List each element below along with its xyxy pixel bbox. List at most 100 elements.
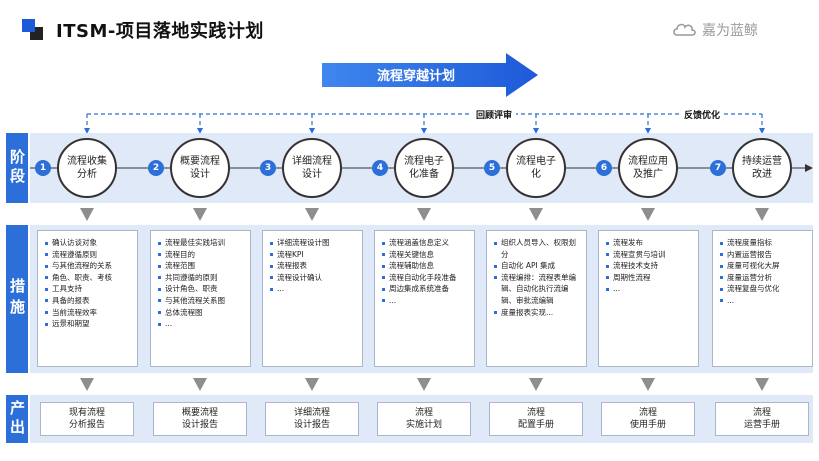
- measure-item: 流程涵盖信息定义: [381, 237, 468, 249]
- output-box: 流程配置手册: [489, 402, 583, 436]
- down-arrow-icon: [80, 377, 94, 396]
- measure-list: 流程发布流程宣贯与培训流程技术支持周期性流程...: [605, 237, 692, 295]
- output-box: 流程运营手册: [715, 402, 809, 436]
- measure-item: 具备的报表: [44, 295, 131, 307]
- measure-list: 组织人员导入、权限划分自动化 API 集成流程编排：流程表单编辑、自动化执行流编…: [493, 237, 580, 318]
- stage-number-badge: 2: [148, 160, 164, 176]
- measure-item: 周期性流程: [605, 272, 692, 284]
- measure-item: 流程最佳实践培训: [157, 237, 244, 249]
- measure-item: 流程遵循原则: [44, 249, 131, 261]
- measure-item: 流程度量指标: [719, 237, 806, 249]
- output-label: 流程配置手册: [517, 408, 554, 430]
- measure-item: 当前流程效率: [44, 307, 131, 319]
- measure-item: 流程关键信息: [381, 249, 468, 261]
- output-label: 现有流程分析报告: [68, 408, 105, 430]
- measure-list: 流程度量指标内置运营报告度量可视化大屏度量运营分析流程复盘与优化...: [719, 237, 806, 307]
- measure-item: 远景和期望: [44, 318, 131, 330]
- down-arrow-icon: [305, 377, 319, 396]
- output-box: 概要流程设计报告: [153, 402, 247, 436]
- stage-circle: 概要流程设计: [170, 138, 230, 198]
- measure-item: 流程编排：流程表单编辑、自动化执行流编辑、审批流编辑: [493, 272, 580, 307]
- measure-item: 工具支持: [44, 283, 131, 295]
- stage-number-badge: 5: [484, 160, 500, 176]
- measure-panel: 流程度量指标内置运营报告度量可视化大屏度量运营分析流程复盘与优化...: [712, 230, 813, 367]
- measure-list: 流程涵盖信息定义流程关键信息流程辅助信息流程自动化手段准备周边集成系统准备...: [381, 237, 468, 307]
- measure-item: 设计角色、职责: [157, 283, 244, 295]
- measure-item: 流程辅助信息: [381, 260, 468, 272]
- stage-number-badge: 7: [710, 160, 726, 176]
- down-arrow-icon: [641, 377, 655, 396]
- measure-item: 共同遵循的原则: [157, 272, 244, 284]
- banner-label: 流程穿越计划: [376, 69, 455, 84]
- output-box: 流程使用手册: [601, 402, 695, 436]
- measure-panel: 确认访谈对象流程遵循原则与其他流程的关系角色、职责、考核工具支持具备的报表当前流…: [37, 230, 138, 367]
- down-arrow-icon: [417, 377, 431, 396]
- output-label: 详细流程设计报告: [293, 408, 330, 430]
- measure-panel: 流程涵盖信息定义流程关键信息流程辅助信息流程自动化手段准备周边集成系统准备...: [374, 230, 475, 367]
- brand-name: 嘉为蓝鲸: [702, 23, 758, 39]
- measure-item: 周边集成系统准备: [381, 283, 468, 295]
- down-arrow-icon: [417, 207, 431, 226]
- row-label-output: 产出: [6, 395, 28, 443]
- down-arrow-icon: [529, 377, 543, 396]
- row-label-output-text: 产出: [8, 400, 26, 438]
- stage-circle: 流程收集分析: [57, 138, 117, 198]
- measure-item: 流程报表: [269, 260, 356, 272]
- down-arrow-icon: [755, 207, 769, 226]
- stage-number-badge: 6: [596, 160, 612, 176]
- down-arrow-icon: [80, 207, 94, 226]
- stage-circle: 详细流程设计: [282, 138, 342, 198]
- output-label: 流程运营手册: [743, 408, 780, 430]
- measure-item: 自动化 API 集成: [493, 260, 580, 272]
- output-label: 流程实施计划: [405, 408, 442, 430]
- measure-item: 角色、职责、考核: [44, 272, 131, 284]
- measure-item: 流程复盘与优化: [719, 283, 806, 295]
- measure-panel: 流程发布流程宣贯与培训流程技术支持周期性流程...: [598, 230, 699, 367]
- measure-item: ...: [605, 283, 692, 295]
- measure-item: 度量运营分析: [719, 272, 806, 284]
- measure-list: 流程最佳实践培训流程目的流程范围共同遵循的原则设计角色、职责与其他流程关系图总体…: [157, 237, 244, 330]
- optimize-label: 反馈优化: [680, 108, 725, 121]
- review-label: 回顾评审: [472, 108, 517, 121]
- banner-arrow: [322, 53, 538, 97]
- measure-item: 内置运营报告: [719, 249, 806, 261]
- measure-item: 度量报表实现...: [493, 307, 580, 319]
- down-arrow-icon: [529, 207, 543, 226]
- stage-number-badge: 4: [372, 160, 388, 176]
- measure-item: 流程KPI: [269, 249, 356, 261]
- down-arrow-icon: [641, 207, 655, 226]
- logo-square-blue: [22, 19, 35, 32]
- output-label: 概要流程设计报告: [181, 408, 218, 430]
- measure-item: ...: [719, 295, 806, 307]
- measure-item: 流程发布: [605, 237, 692, 249]
- row-label-stage-text: 阶段: [8, 149, 26, 187]
- down-arrow-icon: [305, 207, 319, 226]
- down-arrow-icon: [193, 377, 207, 396]
- measure-item: 详细流程设计图: [269, 237, 356, 249]
- stage-circle: 流程电子化准备: [394, 138, 454, 198]
- measure-item: 确认访谈对象: [44, 237, 131, 249]
- measure-item: 流程目的: [157, 249, 244, 261]
- stage-number-badge: 3: [260, 160, 276, 176]
- measure-item: 流程技术支持: [605, 260, 692, 272]
- output-box: 现有流程分析报告: [40, 402, 134, 436]
- measure-item: 与其他流程的关系: [44, 260, 131, 272]
- cloud-icon: [673, 23, 696, 36]
- measure-item: ...: [381, 295, 468, 307]
- measure-item: 流程自动化手段准备: [381, 272, 468, 284]
- measure-item: 与其他流程关系图: [157, 295, 244, 307]
- measure-item: ...: [157, 318, 244, 330]
- stage-circle: 流程应用及推广: [618, 138, 678, 198]
- row-label-measure: 措施: [6, 225, 28, 373]
- output-box: 流程实施计划: [377, 402, 471, 436]
- measure-item: 流程范围: [157, 260, 244, 272]
- measure-item: 流程设计确认: [269, 272, 356, 284]
- measure-item: 总体流程图: [157, 307, 244, 319]
- stage-circle: 流程电子化: [506, 138, 566, 198]
- measure-item: 度量可视化大屏: [719, 260, 806, 272]
- measure-item: 流程宣贯与培训: [605, 249, 692, 261]
- row-label-measure-text: 措施: [8, 278, 26, 320]
- down-arrow-icon: [755, 377, 769, 396]
- stage-circle: 持续运营改进: [732, 138, 792, 198]
